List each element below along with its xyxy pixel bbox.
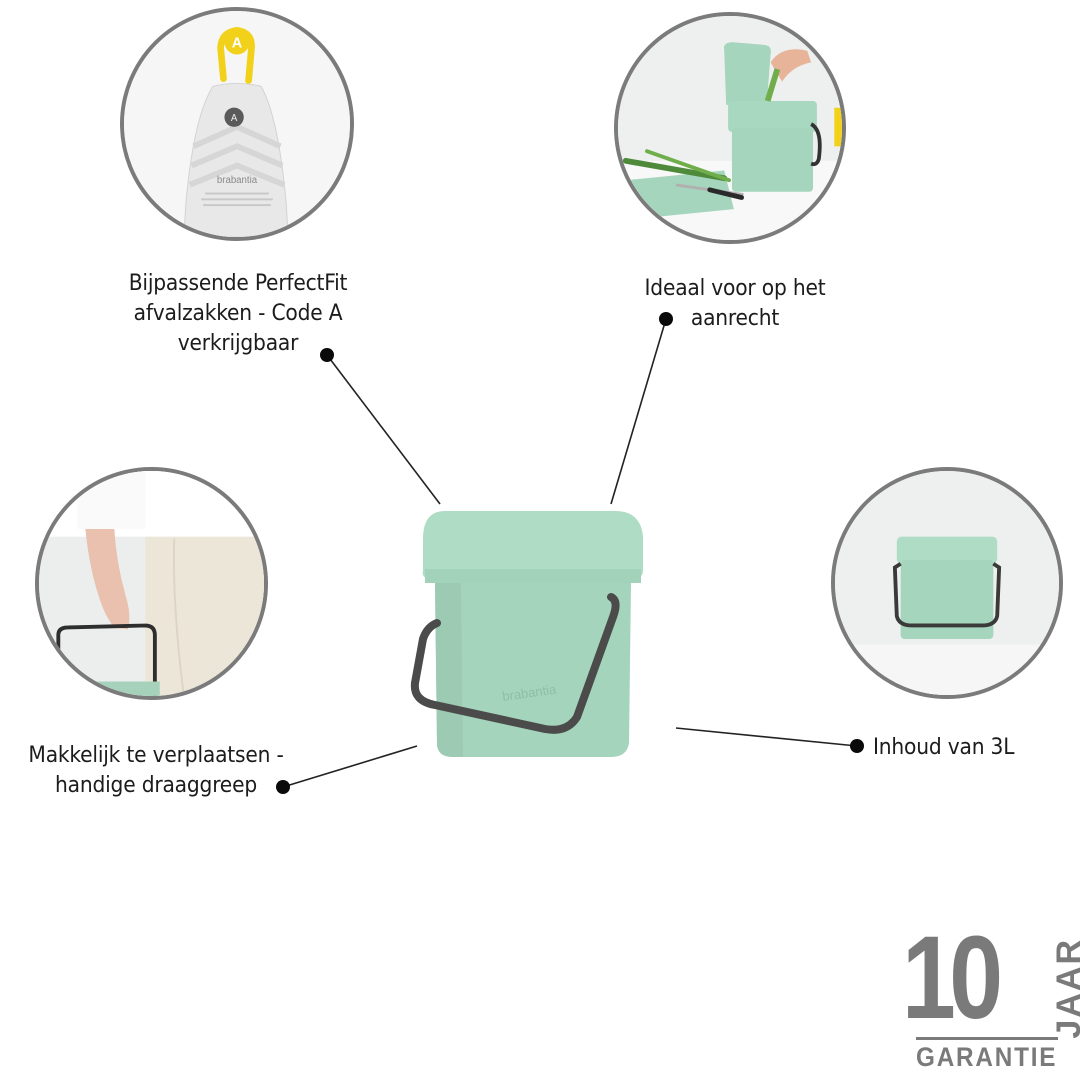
svg-text:A: A <box>231 113 238 124</box>
bullet-dot-carry <box>276 780 290 794</box>
feature-label-capacity: Inhoud van 3L <box>873 734 1015 760</box>
warranty-label: GARANTIE <box>916 1042 1058 1072</box>
bullet-dot-countertop <box>659 312 673 326</box>
bag-image-circle: A A brabantia <box>120 7 354 241</box>
countertop-image <box>618 16 842 240</box>
svg-text:brabantia: brabantia <box>217 175 258 186</box>
bullet-dot-bags <box>320 348 334 362</box>
bag-code-tag: A <box>232 36 243 52</box>
sort-and-go-bin-product: brabantia <box>410 511 643 757</box>
bullet-dot-capacity <box>850 739 864 753</box>
feature-label-countertop: Ideaal voor op het aanrecht <box>644 275 826 331</box>
feature-label-bags: Bijpassende PerfectFit afvalzakken - Cod… <box>128 270 348 356</box>
warranty-years-number: 10 <box>902 912 1003 1044</box>
perfectfit-bag-image: A A brabantia <box>124 11 350 237</box>
carry-image-circle <box>35 467 268 700</box>
bin-front-image <box>835 471 1059 695</box>
carry-handle-image <box>39 471 264 696</box>
feature-label-carry: Makkelijk te verplaatsen - handige draag… <box>28 742 284 798</box>
warranty-badge: 10 JAAR GARANTIE <box>902 912 1080 1072</box>
warranty-divider <box>916 1037 1058 1040</box>
warranty-years-unit: JAAR <box>1050 938 1080 1039</box>
capacity-image-circle <box>831 467 1063 699</box>
countertop-image-circle <box>614 12 846 244</box>
